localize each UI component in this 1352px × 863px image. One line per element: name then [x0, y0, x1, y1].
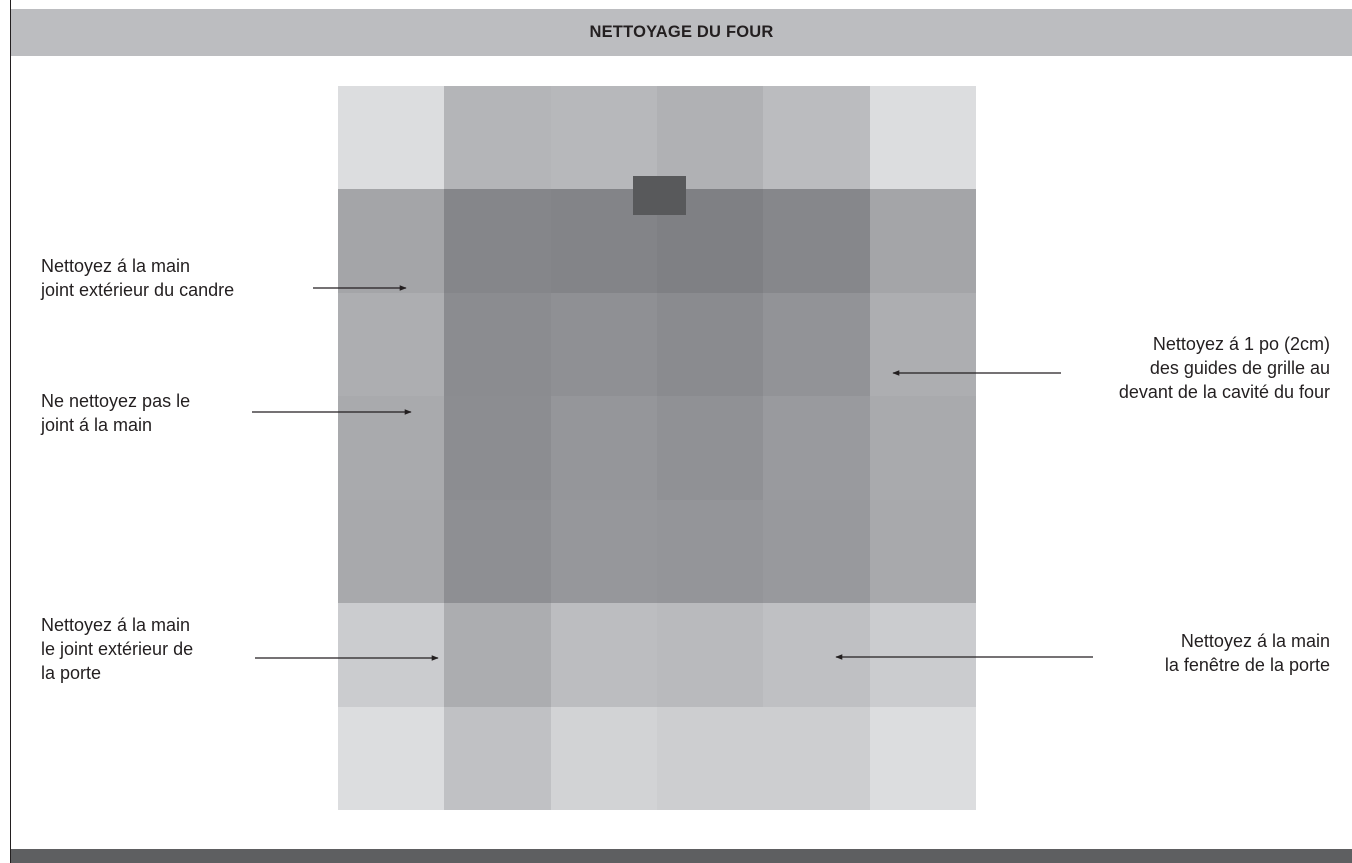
section-title: NETTOYAGE DU FOUR [589, 23, 774, 41]
oven-panel-cell [551, 500, 657, 603]
oven-panel-cell [338, 189, 444, 293]
callout-line: des guides de grille au [1149, 358, 1330, 378]
oven-panel-cell [870, 86, 976, 189]
oven-panel-cell [763, 603, 870, 707]
oven-panel-cell [657, 293, 763, 396]
oven-panel-cell [763, 396, 870, 500]
oven-panel-cell [338, 500, 444, 603]
callout-door-window: Nettoyez á la main la fenêtre de la port… [1165, 629, 1330, 677]
section-header: NETTOYAGE DU FOUR [11, 9, 1352, 56]
callout-line: Nettoyez á la main [41, 615, 191, 635]
callout-frame-gasket: Nettoyez á la main joint extérieur du ca… [41, 254, 234, 302]
oven-panel-cell [657, 603, 763, 707]
oven-panel-cell [444, 293, 551, 396]
oven-panel-cell [763, 293, 870, 396]
oven-panel-cell [444, 603, 551, 707]
oven-panel-cell [551, 603, 657, 707]
oven-panel-cell [338, 396, 444, 500]
oven-panel-cell [763, 500, 870, 603]
callout-line: Nettoyez á la main [1180, 631, 1330, 651]
oven-panel-cell [763, 189, 870, 293]
oven-panel-cell [338, 707, 444, 810]
oven-panel-cell [551, 86, 657, 189]
oven-panel-cell [763, 707, 870, 810]
callout-line: la porte [41, 663, 102, 683]
callout-line: Ne nettoyez pas le [41, 391, 191, 411]
oven-panel-cell [551, 293, 657, 396]
oven-panel-cell [444, 189, 551, 293]
callout-rack-guides: Nettoyez á 1 po (2cm) des guides de gril… [1119, 332, 1330, 404]
oven-panel-cell [870, 396, 976, 500]
oven-panel-cell [657, 500, 763, 603]
oven-panel-cell [338, 86, 444, 189]
oven-panel-cell [338, 293, 444, 396]
oven-panel-cell [551, 707, 657, 810]
oven-panel-cell [551, 396, 657, 500]
oven-panel-cell [870, 707, 976, 810]
oven-panel-cell [870, 500, 976, 603]
oven-panel-cell [870, 189, 976, 293]
callout-line: joint extérieur du candre [41, 280, 235, 300]
oven-panel-cell [657, 707, 763, 810]
oven-panel-cell [657, 396, 763, 500]
left-rule [10, 0, 11, 863]
callout-line: la fenêtre de la porte [1164, 655, 1330, 675]
oven-panel-cell [657, 86, 763, 189]
footer-bar [11, 849, 1352, 863]
oven-panel-cell [444, 707, 551, 810]
oven-illustration [338, 86, 976, 810]
oven-panel-cell [444, 86, 551, 189]
callout-line: devant de la cavité du four [1118, 382, 1330, 402]
callout-door-gasket: Ne nettoyez pas le joint á la main [41, 389, 190, 437]
oven-panel-cell [870, 293, 976, 396]
oven-panel-cell [763, 86, 870, 189]
callout-line: Nettoyez á la main [41, 256, 191, 276]
oven-panel-cell [338, 603, 444, 707]
callout-line: joint á la main [41, 415, 153, 435]
oven-panel-cell [444, 396, 551, 500]
callout-line: Nettoyez á 1 po (2cm) [1152, 334, 1330, 354]
callout-line: le joint extérieur de [41, 639, 194, 659]
oven-panel-cell [444, 500, 551, 603]
oven-panel-cell [870, 603, 976, 707]
callout-door-outer: Nettoyez á la main le joint extérieur de… [41, 613, 193, 685]
door-latch [633, 176, 686, 215]
